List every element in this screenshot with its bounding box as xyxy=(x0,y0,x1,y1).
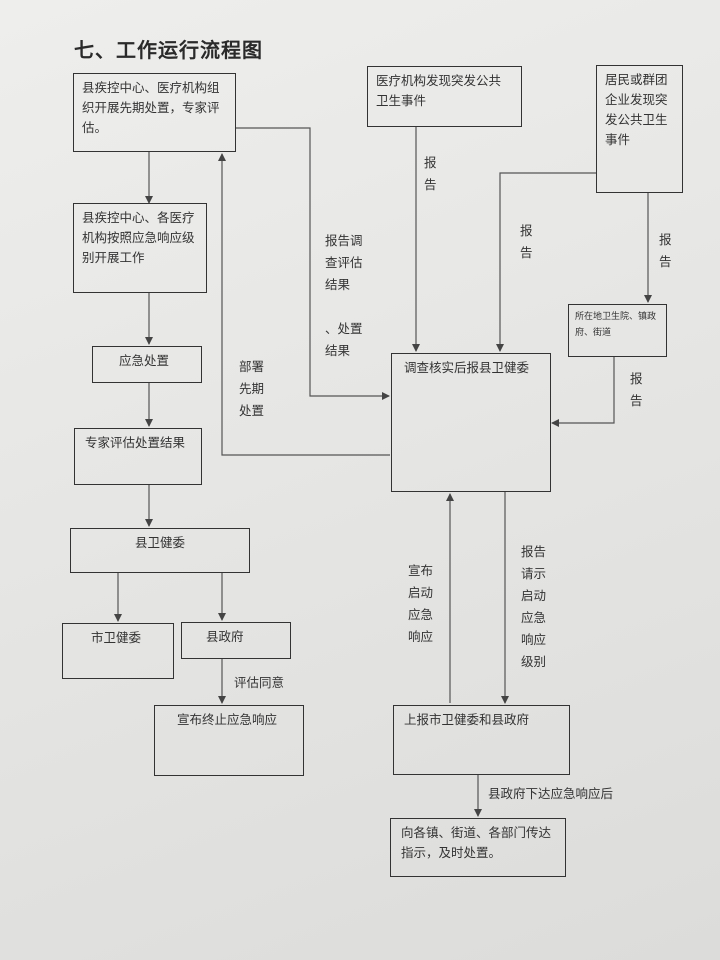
label-report-residents: 报 告 xyxy=(520,223,533,260)
box-local-hospital: 所在地卫生院、镇政府、街道 xyxy=(568,304,667,357)
arrow-verify-to-initial xyxy=(218,153,390,456)
box-county-health-commission: 县卫健委 xyxy=(70,528,250,573)
box-county-government: 县政府 xyxy=(181,622,291,659)
page-title: 七、工作运行流程图 xyxy=(74,38,263,62)
box-medical-institution-found: 医疗机构发现突发公共卫生事件 xyxy=(367,66,522,127)
box-report-city: 上报市卫健委和县政府 xyxy=(393,705,570,775)
box-residents-found: 居民或群团企业发现突发公共卫生事件 xyxy=(596,65,683,193)
box-county-cdc-initial: 县疾控中心、医疗机构组织开展先期处置，专家评估。 xyxy=(73,73,236,152)
arrow-hospital-to-verify xyxy=(551,357,615,427)
box-verify-report: 调查核实后报县卫健委 xyxy=(391,353,551,492)
box-cdc-emergency-level: 县疾控中心、各医疗机构按照应急响应级别开展工作 xyxy=(73,203,207,293)
label-declare-start: 宣布 启动 应急 响应 xyxy=(408,563,434,644)
box-declare-end: 宣布终止应急响应 xyxy=(154,705,304,776)
label-deploy-initial: 部署 先期 处置 xyxy=(239,359,265,418)
label-county-gov-response: 县政府下达应急响应后 xyxy=(488,786,614,801)
label-report-to-hospital: 报 告 xyxy=(659,232,672,269)
label-eval-agree: 评估同意 xyxy=(234,675,285,690)
label-request-start: 报告 请示 启动 应急 响应 级别 xyxy=(521,544,547,669)
arrow-initial-to-verify xyxy=(236,127,390,400)
box-emergency-response: 应急处置 xyxy=(92,346,202,383)
arrow-residents-to-verify xyxy=(496,172,596,352)
box-city-health-commission: 市卫健委 xyxy=(62,623,174,679)
label-report-investigation: 报告调 查评估 结果 、处置 结果 xyxy=(325,233,363,358)
label-report-hospital: 报 告 xyxy=(630,371,643,408)
label-report-medical: 报 告 xyxy=(424,155,437,192)
box-expert-eval: 专家评估处置结果 xyxy=(74,428,202,485)
box-notify-towns: 向各镇、街道、各部门传达指示，及时处置。 xyxy=(390,818,566,877)
